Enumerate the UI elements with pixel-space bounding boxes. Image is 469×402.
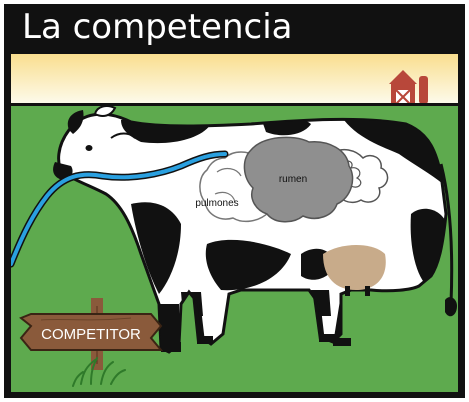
- grass-tuft: [72, 357, 126, 387]
- barn-icon: [389, 70, 428, 105]
- competitor-sign: COMPETITOR: [19, 298, 164, 370]
- tube: [11, 152, 227, 266]
- sky: [11, 54, 458, 104]
- udder: [323, 245, 386, 290]
- diagram-title: La competencia: [22, 7, 293, 47]
- lungs-label: pulmones: [195, 198, 238, 209]
- rumen-label: rumen: [279, 174, 307, 185]
- scene: rumen pulmones COMPETITOR: [11, 54, 458, 392]
- rumen: [243, 136, 354, 223]
- sign-label: COMPETITOR: [41, 326, 141, 343]
- horizon-line: [11, 103, 458, 106]
